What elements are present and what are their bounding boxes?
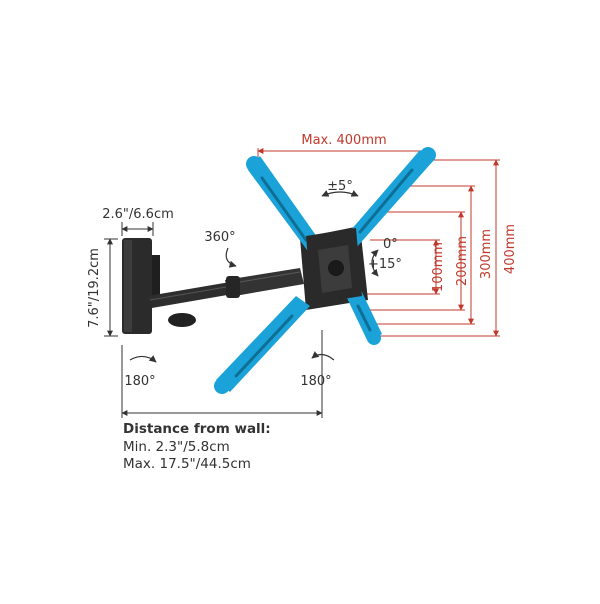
height-300-label: 300mm: [479, 229, 494, 279]
tilt-arrow-icon: [321, 190, 359, 197]
hinge: [168, 313, 196, 327]
swivel-wall-arrow-icon: [129, 355, 157, 363]
max-width-label: Max. 400mm: [301, 133, 386, 148]
plate-height-label: 7.6"/19.2cm: [87, 248, 102, 328]
dimension-lines-dark: [104, 222, 323, 418]
rotate-arrow-icon: [225, 247, 237, 268]
first-arm: [148, 282, 233, 308]
swivel-head-arrow-icon: [311, 351, 335, 361]
swivel-head-label: 180°: [300, 374, 331, 389]
vesa-arm-top-left: [246, 156, 322, 254]
dimension-lines: [257, 148, 500, 337]
swivel-wall-label: 180°: [124, 374, 155, 389]
rotation-arrows: [129, 190, 379, 363]
tilt-up-label: ±5°: [327, 179, 353, 194]
height-100-label: 100mm: [431, 242, 446, 292]
height-200-label: 200mm: [455, 236, 470, 286]
distance-title: Distance from wall:: [123, 421, 271, 437]
height-400-label: 400mm: [503, 224, 518, 274]
tilt-zero-label: 0°: [383, 237, 398, 252]
vesa-cross: [214, 147, 436, 394]
distance-min: Min. 2.3"/5.8cm: [123, 439, 230, 455]
tilt-down-label: +15°: [368, 257, 402, 272]
distance-max: Max. 17.5"/44.5cm: [123, 456, 251, 472]
rotate-label: 360°: [204, 230, 235, 245]
vesa-arm-bottom-right: [346, 288, 382, 345]
bracket-arms: [122, 238, 304, 334]
arm-depth-label: 2.6"/6.6cm: [102, 207, 174, 222]
second-arm: [225, 268, 304, 297]
tilt-down-arrow-icon: [370, 249, 379, 277]
vesa-arm-bottom-left: [214, 296, 310, 394]
vesa-arm-top-right: [344, 147, 436, 248]
